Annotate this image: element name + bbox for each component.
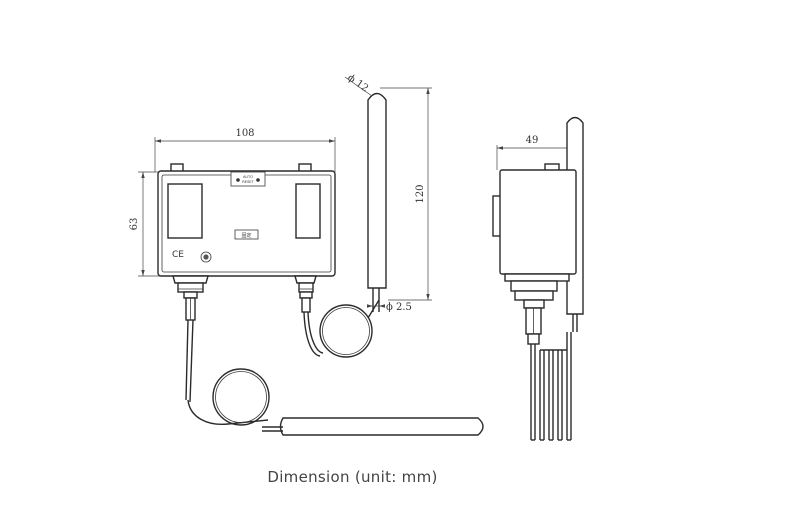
bulb-length-dimension: 120 [380,87,432,301]
side-housing [499,169,577,275]
width-dimension-label: 108 [235,128,254,139]
nameplate-label: 固定 [241,232,251,239]
height-dimension-label: 63 [129,218,140,231]
indicator-lamp [200,251,212,263]
bulb-diameter-dimension: ϕ 12 [344,72,373,97]
reset-button: AUTO RESET [230,171,266,187]
tube-diameter-dimension: ϕ 2.5 [367,302,412,313]
side-view: 49 [492,116,584,441]
nameplate [234,229,259,240]
horizontal-sensor-bulb [279,417,484,436]
right-capillary-coil [319,304,373,358]
bulb-diameter-label: ϕ 12 [345,72,370,94]
height-dimension: 63 [129,171,160,277]
tube-diameter-label: ϕ 2.5 [386,302,412,313]
depth-dimension: 49 [496,135,578,170]
vertical-sensor-bulb [367,92,387,289]
right-adjust-window [295,183,321,239]
svg-text:RESET: RESET [242,180,254,184]
front-view: 108 63 AUTO RESET 固定 [129,72,484,436]
caption: Dimension (unit: mm) [267,468,438,486]
left-capillary-coil [212,368,270,426]
depth-dimension-label: 49 [526,135,539,146]
bulb-length-label: 120 [415,184,426,203]
ce-mark: CE [172,250,184,260]
width-dimension: 108 [154,128,336,172]
svg-text:AUTO: AUTO [243,175,253,179]
left-adjust-window [167,183,203,239]
